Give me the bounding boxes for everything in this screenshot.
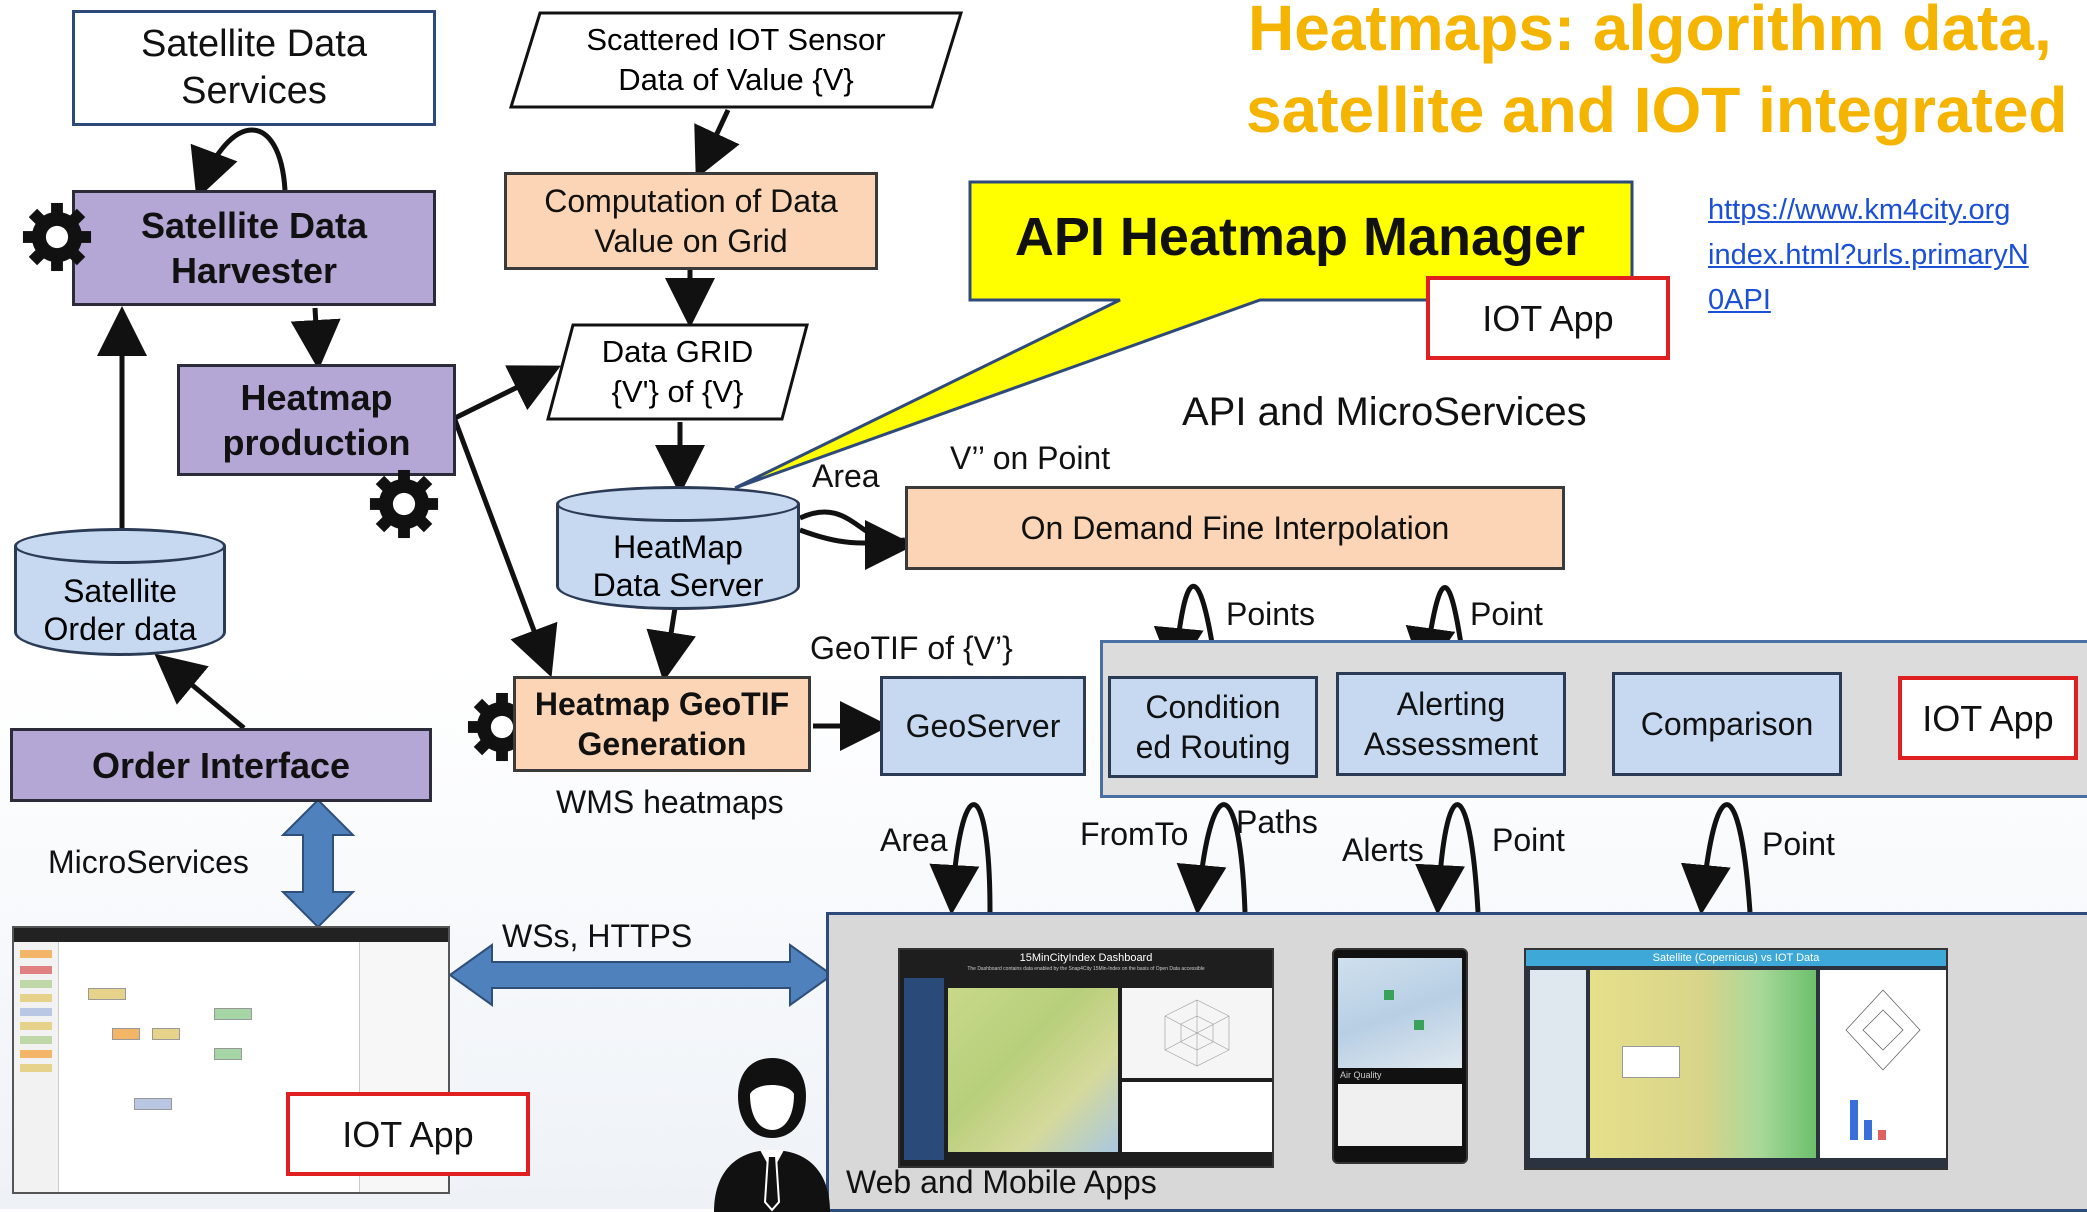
mobile-section-label: Air Quality	[1340, 1070, 1382, 1080]
iot-app-box-bottom: IOT App	[286, 1092, 530, 1176]
conditioned-routing-box: Condition ed Routing	[1108, 676, 1318, 778]
wss-https-label: WSs, HTTPS	[502, 918, 693, 954]
data-grid-label: Data GRID {V'} of {V}	[601, 333, 754, 409]
paths-label: Paths	[1236, 804, 1318, 840]
gear-icon	[22, 202, 92, 272]
heatmap-data-server-cylinder: HeatMap Data Server	[556, 486, 800, 610]
dashboard-subtitle: The Dashboard contains data enabled by t…	[967, 966, 1205, 972]
satellite-data-harvester-box: Satellite Data Harvester	[72, 190, 436, 306]
on-demand-interpolation-box: On Demand Fine Interpolation	[905, 486, 1565, 570]
fromto-label: FromTo	[1080, 816, 1189, 852]
heatmap-geotif-box: Heatmap GeoTIF Generation	[513, 676, 811, 772]
area-label-bottom: Area	[880, 822, 948, 858]
arrow-services-to-harvester	[190, 127, 288, 200]
point-label-alerts: Point	[1492, 822, 1565, 858]
dashboard-thumbnail: 15MinCityIndex Dashboard The Dashboard c…	[898, 948, 1274, 1168]
arrow-geoserver-to-apps	[929, 802, 993, 915]
satellite-data-services-box: Satellite Data Services	[72, 10, 436, 126]
point-label-alerting: Point	[1470, 596, 1543, 632]
satellite-vs-iot-thumbnail: Satellite (Copernicus) vs IOT Data	[1524, 948, 1948, 1170]
api-doc-link-line2[interactable]: index.html?urls.primaryN	[1708, 239, 2029, 271]
alerts-label: Alerts	[1342, 832, 1424, 868]
alerting-assessment-box: Alerting Assessment	[1336, 672, 1566, 776]
geoserver-box: GeoServer	[880, 676, 1086, 776]
order-interface-box: Order Interface	[10, 728, 432, 802]
page-title-line2: satellite and IOT integrated	[1246, 74, 2068, 146]
web-mobile-apps-label: Web and Mobile Apps	[846, 1164, 1157, 1200]
iot-sensor-data-label: Scattered IOT Sensor Data of Value {V}	[586, 21, 886, 97]
arrow-interp-to-alerting	[1405, 585, 1468, 678]
user-icon	[714, 1058, 830, 1212]
arrow-orderiface-to-orderdata	[154, 653, 246, 730]
api-doc-link-line3[interactable]: 0API	[1708, 284, 1771, 316]
iot-sensor-data-shape: Scattered IOT Sensor Data of Value {V}	[508, 10, 964, 110]
arrow-interp-return	[799, 527, 906, 546]
computation-grid-box: Computation of Data Value on Grid	[504, 172, 878, 270]
satellite-order-data-cylinder: Satellite Order data	[14, 528, 226, 656]
arrow-iot-to-computation	[694, 108, 740, 180]
geotif-of-v-label: GeoTIF of {V’}	[810, 630, 1013, 666]
satellite-vs-iot-title: Satellite (Copernicus) vs IOT Data	[1526, 950, 1946, 966]
point-label-comparison: Point	[1762, 826, 1835, 862]
heatmap-data-server-label: HeatMap Data Server	[592, 528, 764, 603]
points-label: Points	[1226, 596, 1315, 632]
dashboard-title: 15MinCityIndex Dashboard	[1019, 952, 1153, 964]
heatmap-production-box: Heatmap production	[177, 364, 456, 476]
microservices-label: MicroServices	[48, 844, 249, 880]
double-arrow-microservices	[280, 798, 356, 929]
satellite-order-data-label: Satellite Order data	[43, 572, 197, 647]
arrow-comparison-to-apps	[1680, 802, 1753, 915]
api-heatmap-manager-title: API Heatmap Manager	[1014, 207, 1586, 268]
arrow-production-to-geotif	[452, 419, 558, 678]
comparison-box: Comparison	[1612, 672, 1842, 776]
api-doc-link-line1[interactable]: https://www.km4city.org	[1708, 194, 2011, 226]
v-on-point-label: V’’ on Point	[950, 440, 1111, 476]
arrow-harvester-to-production	[290, 307, 341, 370]
iot-app-box-right: IOT App	[1898, 676, 2078, 760]
page-title-line1: Heatmaps: algorithm data,	[1248, 0, 2052, 64]
arrow-alerting-to-apps	[1415, 802, 1481, 915]
iot-app-box-top: IOT App	[1426, 276, 1670, 360]
arrow-routing-to-apps	[1176, 802, 1248, 915]
wms-heatmaps-label: WMS heatmaps	[556, 784, 784, 820]
data-grid-shape: Data GRID {V'} of {V}	[545, 322, 810, 422]
area-label-top: Area	[812, 458, 880, 494]
gear-icon	[369, 469, 439, 539]
arrow-interp-to-routing	[1153, 583, 1218, 678]
mobile-app-thumbnail: Air Quality	[1332, 948, 1468, 1164]
arrow-production-to-datagrid	[453, 365, 561, 421]
api-microservices-label: API and MicroServices	[1182, 390, 1587, 434]
arrow-server-to-geotif	[646, 607, 696, 682]
